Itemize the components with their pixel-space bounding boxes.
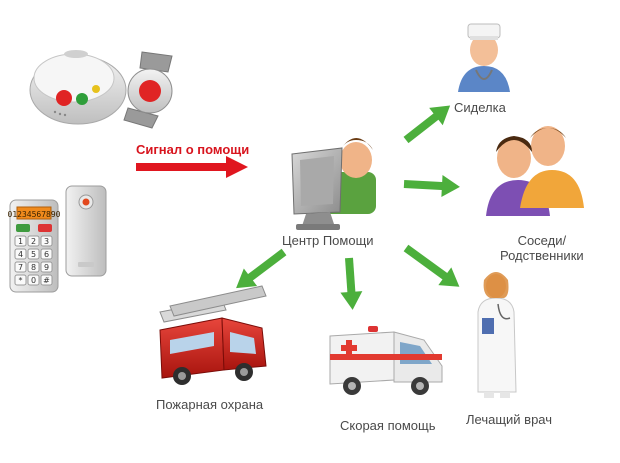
arrow-to-fire bbox=[236, 248, 287, 289]
keypad-key bbox=[40, 261, 53, 273]
center-label: Центр Помощи bbox=[282, 233, 374, 248]
keypad-key bbox=[14, 274, 27, 286]
doctor-icon bbox=[477, 272, 517, 398]
keypad-key bbox=[27, 235, 40, 247]
wrist-pendant-icon bbox=[123, 51, 173, 129]
keypad-key bbox=[14, 261, 27, 273]
neighbors-relatives-icon bbox=[486, 126, 584, 216]
keypad-key bbox=[14, 235, 27, 247]
keypad-key-label: 4 bbox=[18, 250, 23, 259]
red-alarm-button-icon bbox=[56, 90, 72, 106]
keypad-key bbox=[40, 248, 53, 260]
keypad-key-label: 5 bbox=[31, 250, 36, 259]
fire-label: Пожарная охрана bbox=[156, 397, 264, 412]
neighbors-label-line2: Родственники bbox=[500, 248, 584, 263]
keypad-key-label: 6 bbox=[44, 250, 49, 259]
keypad-key-label: * bbox=[19, 276, 23, 285]
alarm-base-device-icon bbox=[29, 50, 127, 125]
signal-arrow bbox=[136, 156, 248, 178]
slim-phone-icon bbox=[65, 185, 107, 277]
arrow-to-nurse bbox=[403, 105, 451, 144]
arrow-to-neighbors bbox=[403, 175, 460, 197]
keypad-key-label: 7 bbox=[18, 263, 23, 272]
keypad-key-label: 3 bbox=[44, 237, 49, 246]
doctor-label: Лечащий врач bbox=[466, 412, 553, 427]
keypad-key-label: 0 bbox=[31, 276, 36, 285]
svg-text:01234567890: 01234567890 bbox=[8, 210, 61, 219]
neighbors-label: Соседи/ Родственники bbox=[500, 233, 584, 263]
arrow-to-doctor bbox=[403, 244, 460, 287]
ambulance-icon bbox=[329, 326, 443, 395]
keypad-key bbox=[27, 248, 40, 260]
keypad-key bbox=[40, 274, 53, 286]
keypad-key-label: 9 bbox=[44, 263, 49, 272]
keypad-key bbox=[14, 248, 27, 260]
ambulance-label: Скорая помощь bbox=[340, 418, 436, 433]
keypad-key bbox=[40, 235, 53, 247]
nurse-icon bbox=[458, 23, 510, 92]
keypad-key-label: 1 bbox=[18, 237, 23, 246]
arrow-to-ambulance bbox=[340, 257, 363, 310]
signal-label: Сигнал о помощи bbox=[136, 142, 250, 157]
keypad-key bbox=[27, 274, 40, 286]
keypad-key-label: 8 bbox=[31, 263, 36, 272]
keypad-key-label: 2 bbox=[31, 237, 36, 246]
keypad-key bbox=[27, 261, 40, 273]
keypad-key-label: # bbox=[43, 276, 50, 285]
nurse-label: Сиделка bbox=[454, 100, 506, 115]
neighbors-label-line1: Соседи/ bbox=[517, 233, 567, 248]
fire-truck-icon bbox=[159, 285, 267, 385]
help-center-operator-icon bbox=[291, 138, 376, 230]
